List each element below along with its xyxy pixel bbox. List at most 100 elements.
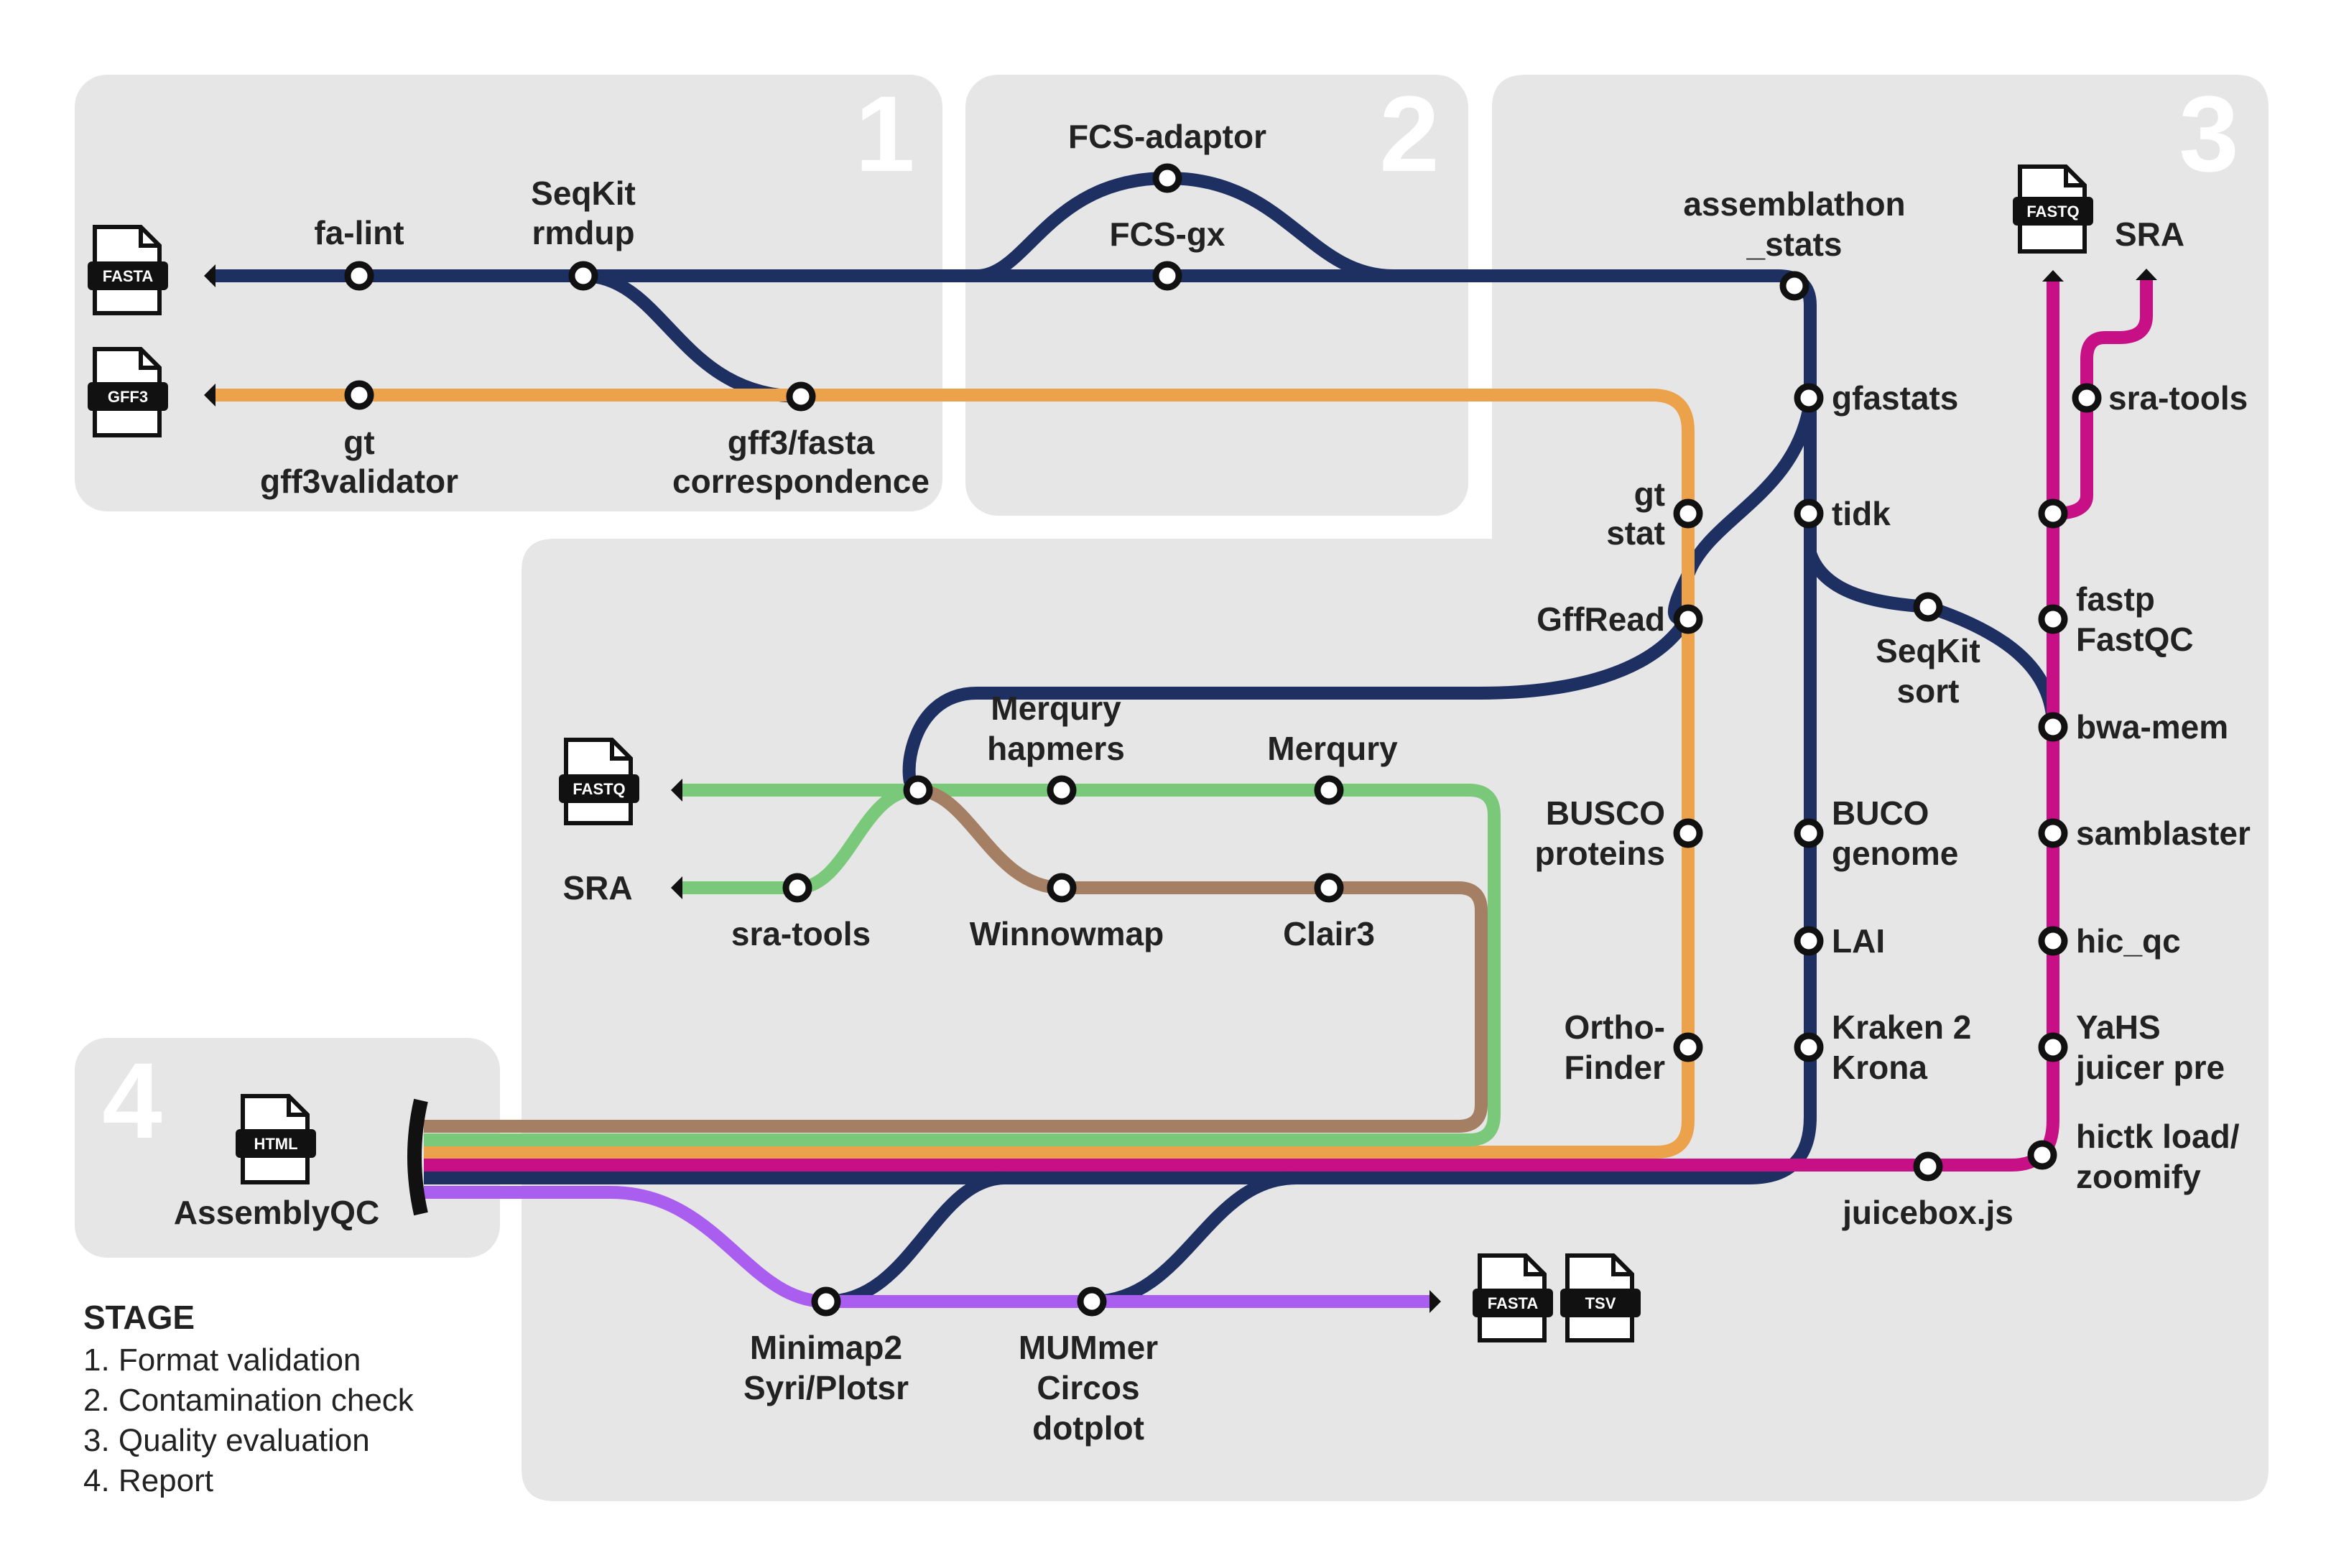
label-sra-top: SRA <box>2115 215 2184 253</box>
label-merqury: Merqury <box>1267 730 1398 767</box>
station-sra-tools-left <box>782 873 812 903</box>
station-yahs <box>2038 1032 2068 1062</box>
station-fastp <box>2038 604 2068 634</box>
fasta-input-file-label: FASTA <box>103 267 154 285</box>
fasta-input-file-icon: FASTA <box>88 225 168 315</box>
station-seqkit-sort <box>1913 592 1943 622</box>
gff3-input-terminal <box>204 384 216 407</box>
label-orthofinder-line2: Finder <box>1564 1049 1665 1086</box>
line-terminals <box>204 264 2157 1313</box>
pipeline-lines <box>210 172 2153 1308</box>
station-gt-stat <box>1673 498 1703 529</box>
station-magenta-merge <box>2038 498 2068 529</box>
label-gt-stat-line1: gt <box>1634 475 1665 513</box>
station-tidk <box>1794 498 1824 529</box>
station-merqury-hapmers-junction <box>903 775 933 805</box>
station-assemblathon <box>1779 271 1809 301</box>
station-buco-genome <box>1794 818 1824 848</box>
label-mummer-line3: dotplot <box>1032 1409 1144 1447</box>
tsv-output-file-label: TSV <box>1585 1294 1616 1312</box>
legend-item-2: 2. Contamination check <box>83 1383 414 1418</box>
label-bwa-mem: bwa-mem <box>2076 708 2228 746</box>
station-juicebox <box>1913 1151 1943 1182</box>
fasta-input-terminal <box>204 264 216 287</box>
station-seqkit-rmdup <box>568 261 598 291</box>
legend-item-4: 4. Report <box>83 1463 213 1498</box>
station-fa-lint <box>344 261 374 291</box>
stage-4-number: 4 <box>102 1040 162 1161</box>
html-report-file-label: HTML <box>254 1135 297 1153</box>
navy-gffread-to-merqury <box>902 616 1692 797</box>
legend-item-1: 1. Format validation <box>83 1342 361 1378</box>
label-yahs-line1: YaHS <box>2076 1008 2161 1046</box>
station-winnowmap <box>1047 873 1077 903</box>
station-labels: fa-lint SeqKit rmdup gt gff3validator gf… <box>174 118 2251 1447</box>
station-gfastats <box>1794 383 1824 413</box>
purple-output-terminal <box>1429 1290 1441 1313</box>
label-assemblathon-line1: assemblathon <box>1683 185 1905 223</box>
fasta-output-file-label: FASTA <box>1488 1294 1539 1312</box>
label-fcs-gx: FCS-gx <box>1110 215 1225 253</box>
label-sra-left: SRA <box>562 869 632 906</box>
fastq-merqury-terminal <box>671 779 682 802</box>
station-fcs-adaptor <box>1152 163 1182 193</box>
station-gff3-fasta <box>786 381 816 412</box>
fastq-merqury-file-label: FASTQ <box>573 780 625 798</box>
gff3-input-file-icon: GFF3 <box>88 347 168 437</box>
label-merqury-hapmers-line2: hapmers <box>987 730 1125 767</box>
label-buco-genome-line2: genome <box>1832 835 1958 872</box>
fastq-merqury-file-icon: FASTQ <box>559 738 639 825</box>
label-seqkit-rmdup-line1: SeqKit <box>531 175 636 212</box>
label-fastp-line2: FastQC <box>2076 621 2194 658</box>
sra-hic-terminal <box>2136 269 2157 280</box>
label-winnowmap: Winnowmap <box>970 915 1164 952</box>
station-merqury <box>1314 775 1344 805</box>
stage-2-panel <box>965 75 1468 516</box>
label-hictk-line2: zoomify <box>2076 1158 2201 1195</box>
label-mummer-line1: MUMmer <box>1019 1329 1158 1366</box>
stage-1-panel <box>75 75 942 511</box>
magenta-sra-branch <box>2052 280 2153 520</box>
station-merqury-hapmers <box>1047 775 1077 805</box>
label-buco-genome-line1: BUCO <box>1832 794 1929 832</box>
label-tidk: tidk <box>1832 495 1891 532</box>
fastq-hic-terminal <box>2042 270 2064 282</box>
station-orthofinder <box>1673 1032 1703 1062</box>
label-busco-proteins-line1: BUSCO <box>1546 794 1665 832</box>
label-yahs-line2: juicer pre <box>2075 1049 2225 1086</box>
station-samblaster <box>2038 818 2068 848</box>
label-gff3-fasta-line1: gff3/fasta <box>728 424 875 461</box>
label-gff3-fasta-line2: correspondence <box>672 463 930 500</box>
label-gt-stat-line2: stat <box>1606 514 1665 552</box>
html-report-file-icon: HTML <box>236 1094 316 1184</box>
stage-numbers: 1 2 3 4 <box>102 73 2238 1161</box>
purple-line <box>424 1186 1429 1308</box>
legend-title: STAGE <box>83 1299 195 1336</box>
label-samblaster: samblaster <box>2076 815 2251 852</box>
label-lai: LAI <box>1832 922 1885 960</box>
label-gffread: GffRead <box>1537 600 1665 638</box>
report-terminus-bar <box>407 1098 428 1216</box>
label-seqkit-sort-line1: SeqKit <box>1876 632 1980 669</box>
gff3-input-file-label: GFF3 <box>108 388 148 406</box>
fastq-hic-file-icon: FASTQ <box>2013 164 2093 254</box>
station-hic-qc <box>2038 926 2068 956</box>
legend-item-3: 3. Quality evaluation <box>83 1423 370 1458</box>
fasta-output-file-icon: FASTA <box>1473 1253 1553 1342</box>
brown-line <box>424 784 1488 1133</box>
label-seqkit-rmdup-line2: rmdup <box>532 214 634 251</box>
station-minimap2 <box>811 1286 841 1317</box>
station-sra-tools-right <box>2072 383 2102 413</box>
station-kraken <box>1794 1032 1824 1062</box>
label-hic-qc: hic_qc <box>2076 922 2181 960</box>
label-hictk-line1: hictk load/ <box>2076 1118 2240 1155</box>
label-gt-gff3validator-line2: gff3validator <box>260 463 458 500</box>
label-kraken-line1: Kraken 2 <box>1832 1008 1971 1046</box>
station-gffread <box>1673 604 1703 634</box>
label-sra-tools-left: sra-tools <box>731 915 871 952</box>
stage-1-number: 1 <box>855 73 914 194</box>
label-fa-lint: fa-lint <box>314 214 404 251</box>
label-merqury-hapmers-line1: Merqury <box>991 690 1121 727</box>
label-gt-gff3validator-line1: gt <box>343 424 374 461</box>
